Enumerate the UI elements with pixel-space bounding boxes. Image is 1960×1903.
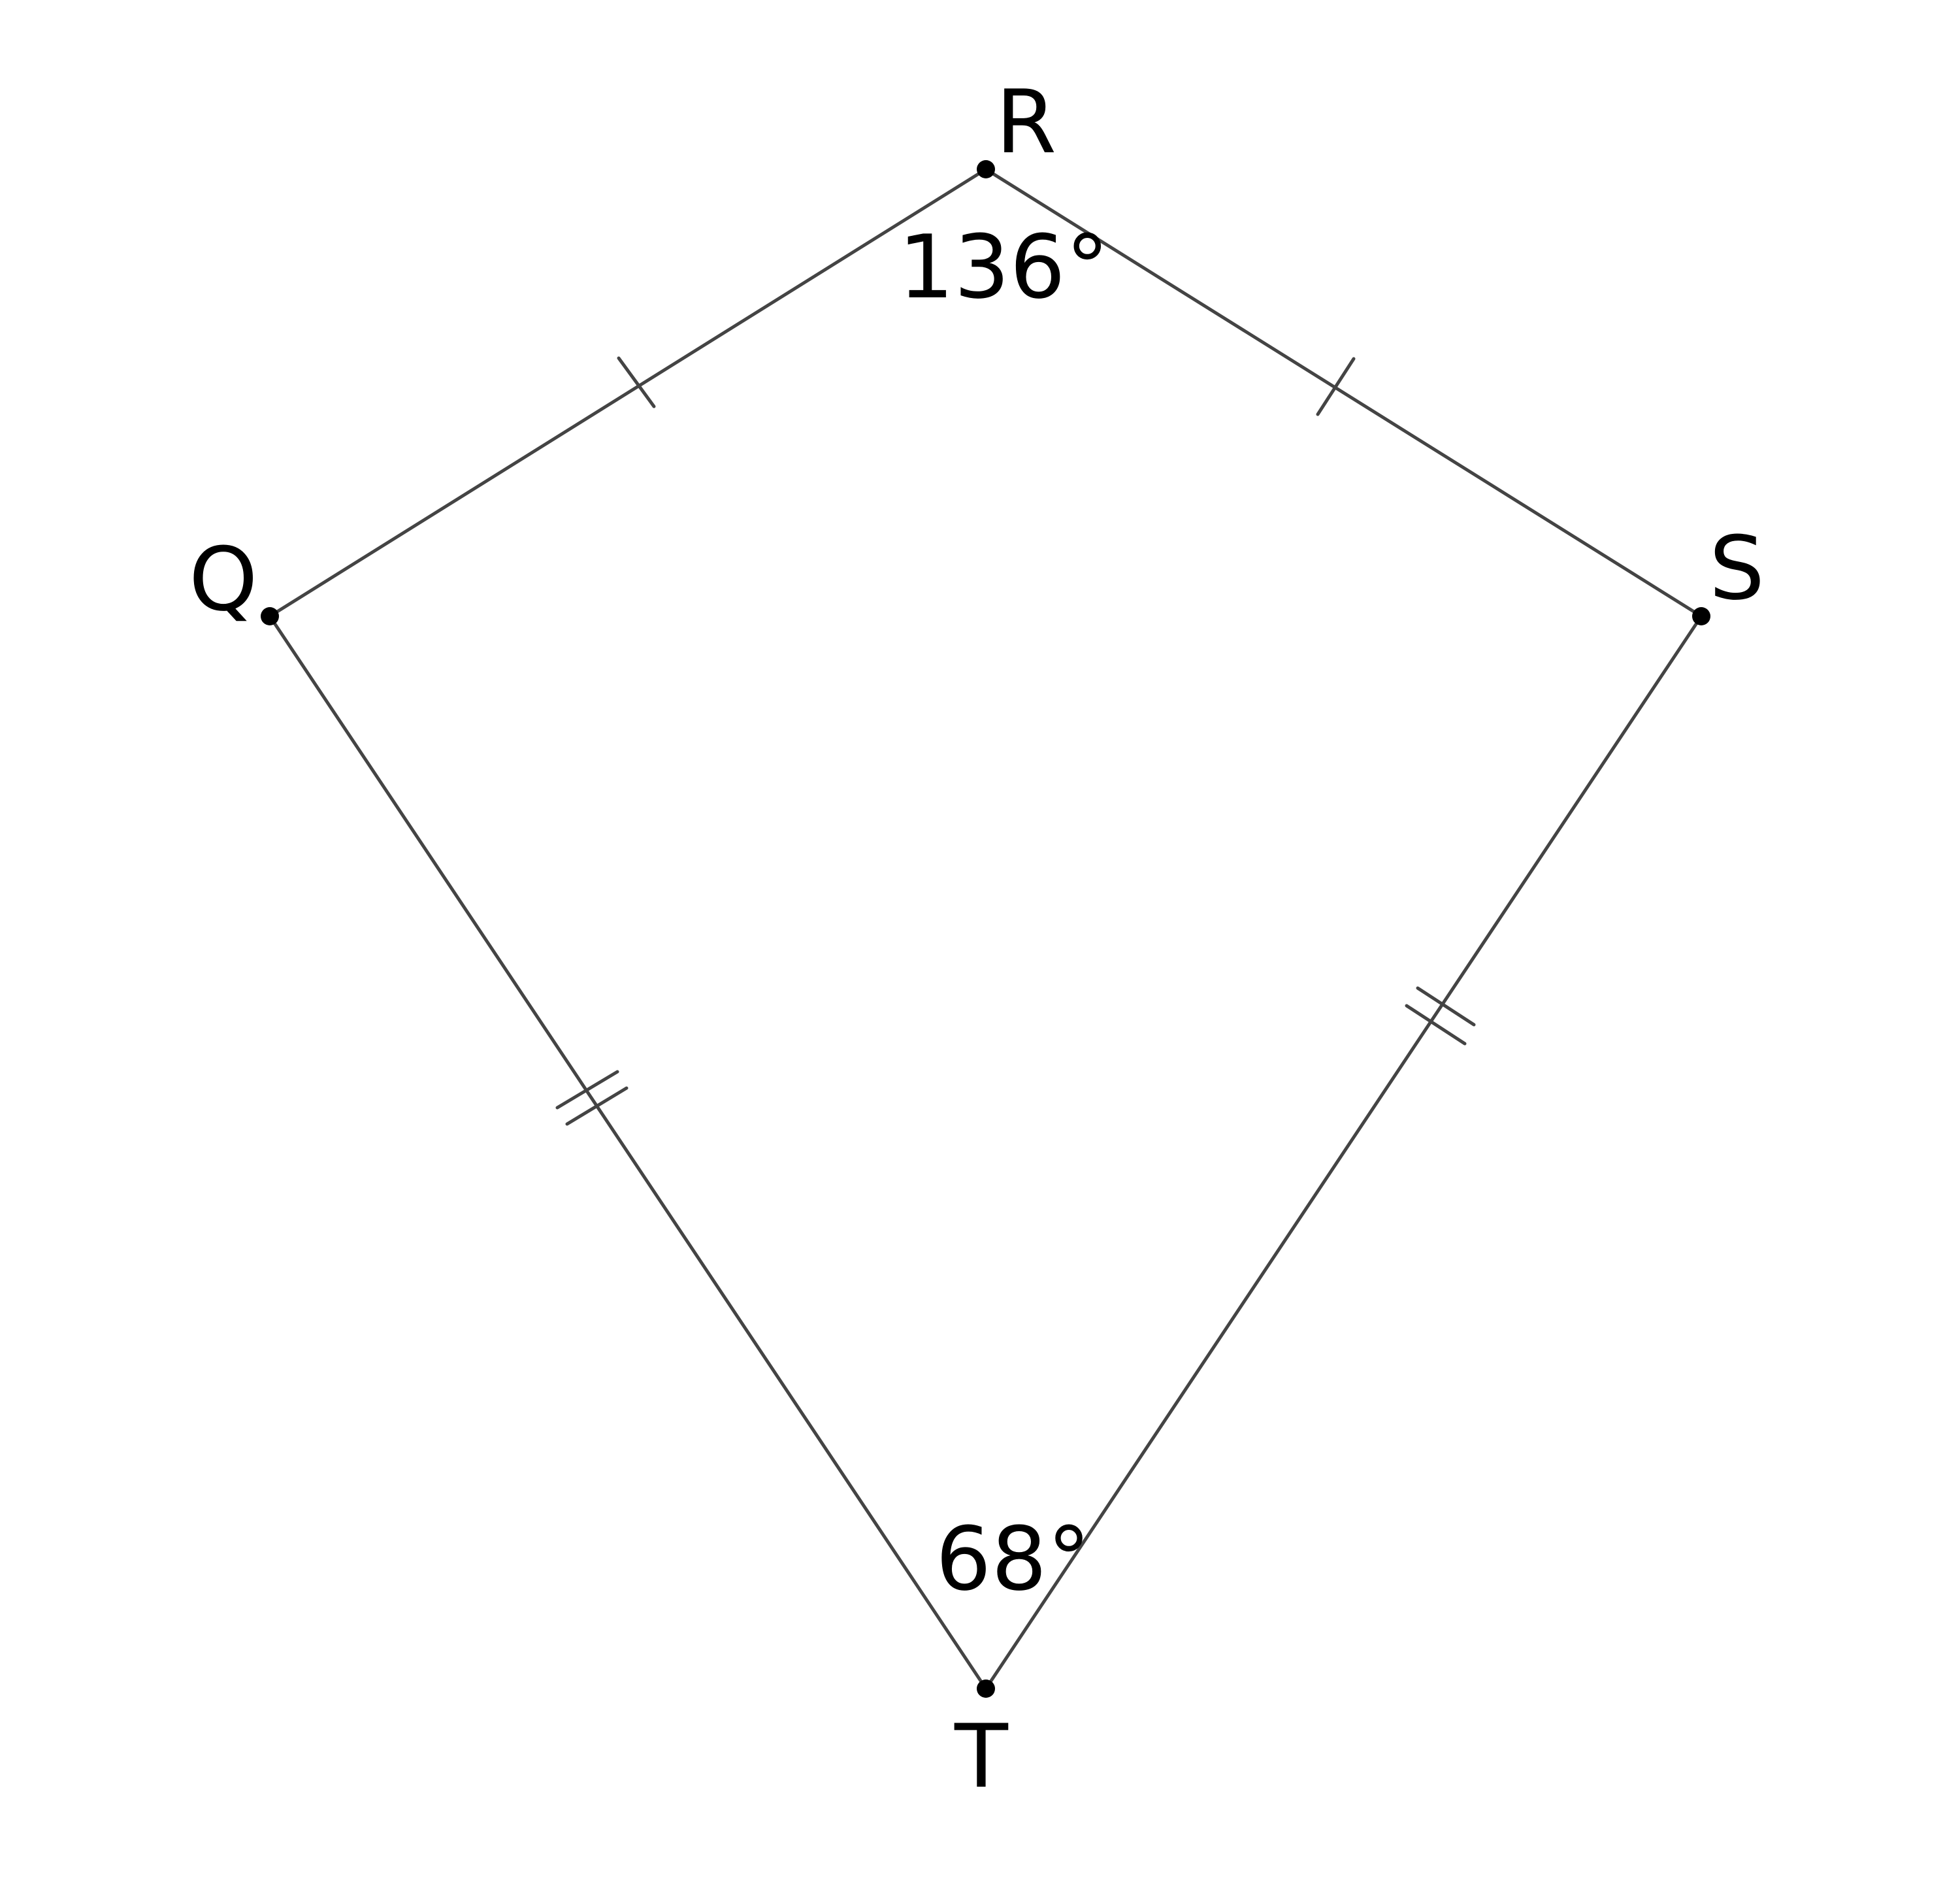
edge-r-s [984,167,1703,618]
double-tick-mark-s-t-1 [1416,986,1476,1027]
double-tick-mark-q-t-1 [555,1070,619,1110]
vertex-point-t [977,1680,995,1698]
angle-label-r: 136° [898,216,1109,318]
vertex-label-r: R [996,71,1056,173]
tick-mark-r-s [1316,357,1356,416]
double-tick-mark-q-t-2 [565,1086,629,1126]
tick-mark-q-r [617,356,656,408]
edge-q-r [268,167,988,618]
double-tick-mark-s-t-2 [1405,1004,1467,1046]
vertex-point-r [977,160,995,178]
vertex-label-s: S [1709,518,1765,620]
vertex-point-q [261,607,279,625]
vertex-label-q: Q [189,529,257,631]
angle-label-t: 68° [936,1508,1091,1610]
vertex-point-s [1692,607,1710,625]
edge-s-t [984,614,1703,1691]
vertex-label-t: T [954,1706,1009,1808]
edge-t-q [268,614,988,1691]
